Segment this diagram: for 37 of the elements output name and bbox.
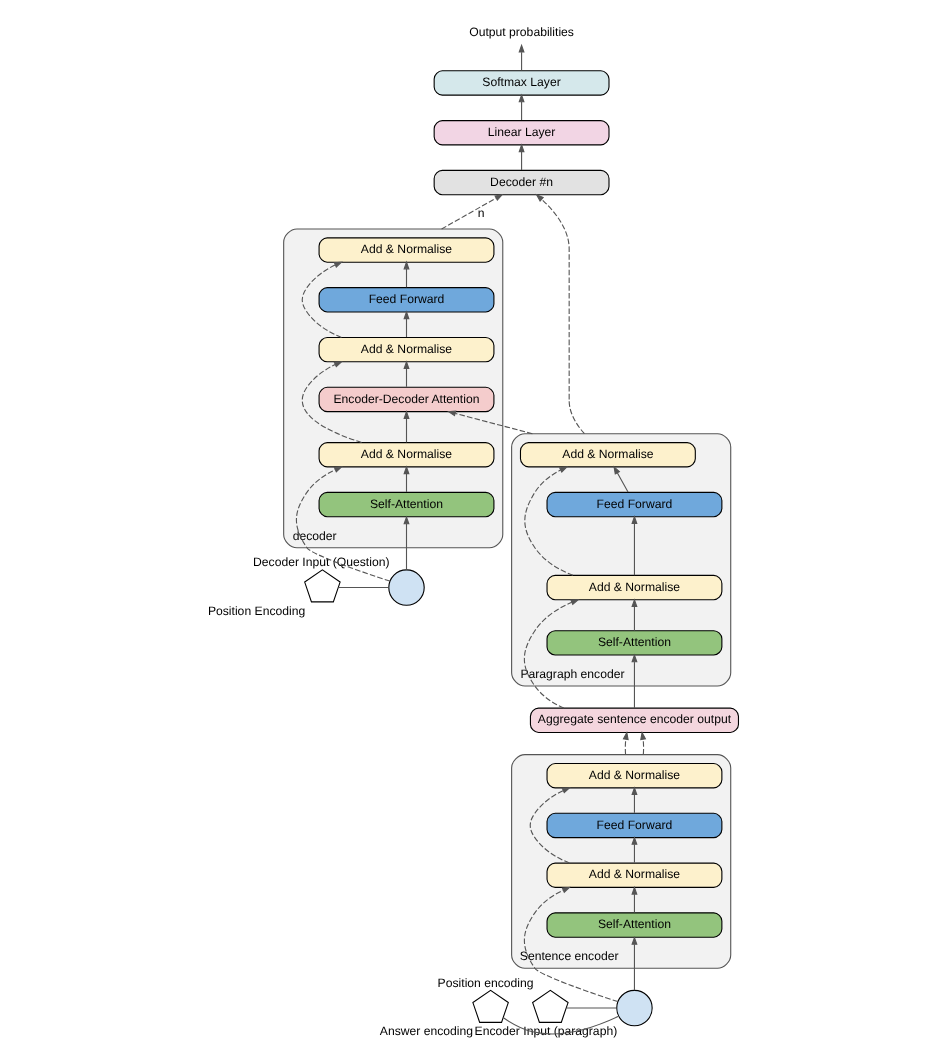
arrow [535, 193, 585, 435]
connector [565, 1007, 617, 1009]
arrow [403, 360, 410, 388]
arrow [622, 731, 629, 756]
arrow [529, 787, 571, 864]
arrow [631, 598, 638, 632]
arrow [518, 143, 525, 171]
arrow [301, 261, 343, 338]
arrow [301, 361, 363, 444]
arrow [524, 466, 574, 576]
node-circle [388, 569, 425, 606]
arrow [447, 410, 533, 435]
node-circle [616, 989, 653, 1027]
arrow [403, 310, 410, 338]
arrow [523, 599, 580, 709]
arrow [631, 515, 638, 576]
arrow [640, 731, 647, 756]
arrow [403, 515, 410, 571]
arrow [631, 885, 638, 913]
arrow [631, 835, 638, 864]
arrow [403, 465, 410, 493]
connector [502, 1015, 620, 1035]
connector [337, 587, 389, 589]
arrow [441, 193, 504, 230]
arrow [403, 260, 410, 288]
arrow [631, 935, 638, 991]
node-pentagon [304, 569, 341, 603]
node-pentagon [532, 989, 569, 1023]
arrow [631, 786, 638, 814]
arrow [631, 653, 638, 709]
arrow [295, 466, 391, 582]
node-pentagon [472, 989, 509, 1023]
arrow [403, 410, 410, 443]
arrow [523, 886, 619, 1003]
arrow [613, 465, 629, 493]
arrow [518, 43, 525, 71]
arrow [518, 93, 525, 121]
